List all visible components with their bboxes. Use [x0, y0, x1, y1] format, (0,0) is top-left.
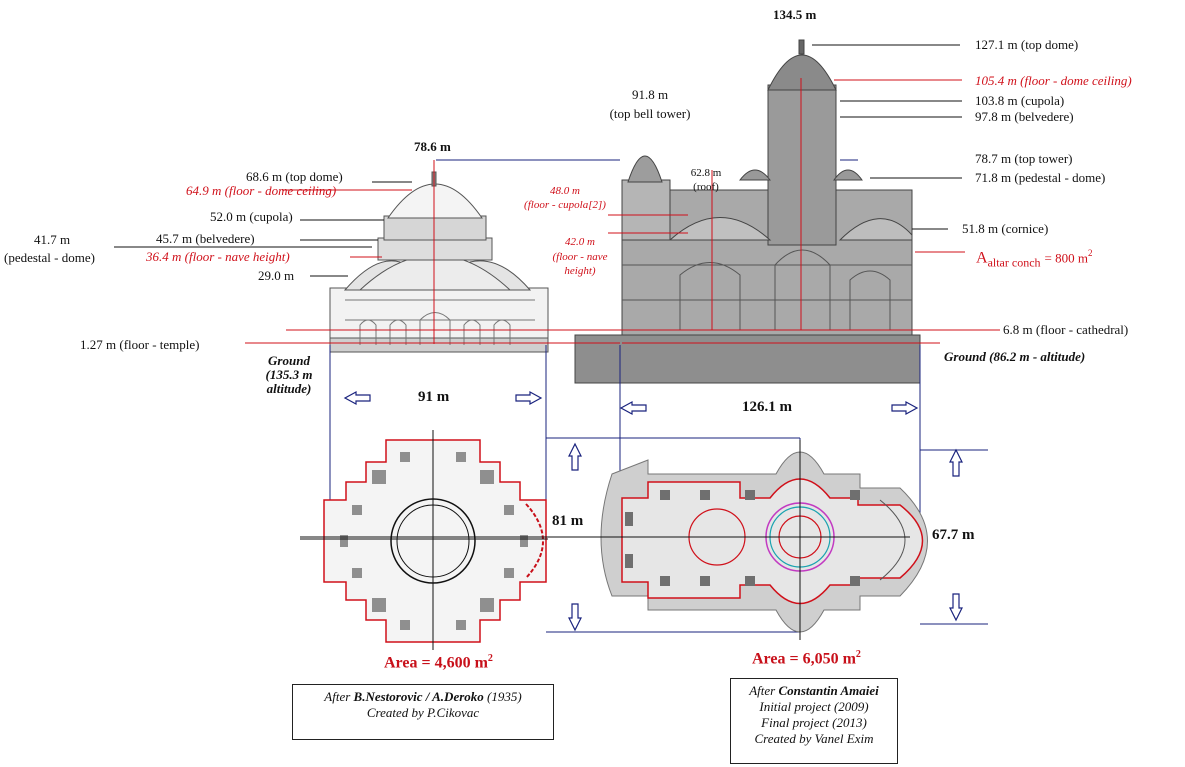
- right-cupola-label: 103.8 m (cupola): [975, 93, 1065, 108]
- right-nave-text-1: (floor - nave: [552, 251, 608, 263]
- left-plan-depth: 81 m: [552, 513, 584, 529]
- right-pedestal-label: 71.8 m (pedestal - dome): [975, 170, 1106, 185]
- left-nave-label: 36.4 m (floor - nave height): [146, 249, 290, 264]
- left-ground-altitude-1: (135.3 m: [265, 367, 313, 382]
- right-plan-area: Area = 6,050 m2: [752, 648, 861, 668]
- left-width-dimension: 91 m: [418, 389, 450, 405]
- left-credit-authors: B.Nestorovic / A.Deroko: [353, 689, 484, 704]
- right-width-dimension: 126.1 m: [742, 399, 792, 415]
- right-altar-area-label: Aaltar conch = 800 m2: [976, 244, 1092, 272]
- right-bell-tower-value: 91.8 m: [631, 87, 669, 102]
- altar-area-subscript: altar conch: [987, 255, 1041, 270]
- right-top-tower-label: 78.7 m (top tower): [975, 151, 1073, 166]
- left-pedestal-text: (pedestal - dome): [4, 250, 95, 265]
- right-floor-cathedral-label: 6.8 m (floor - cathedral): [1003, 322, 1129, 337]
- left-pedestal-value: 41.7 m: [34, 232, 71, 247]
- red-leader-lines: [245, 78, 1000, 344]
- dimension-arrows: [343, 390, 963, 632]
- left-credit-line1: After B.Nestorovic / A.Deroko (1935): [299, 689, 547, 705]
- left-credit-line2: Created by P.Cikovac: [366, 705, 480, 720]
- right-credit-line2: Initial project (2009): [759, 699, 869, 714]
- left-plan-drawing: [300, 430, 548, 650]
- left-ground-word: Ground: [268, 353, 310, 368]
- right-roof-text: (roof): [693, 181, 719, 193]
- right-dome-ceiling-label: 105.4 m (floor - dome ceiling): [975, 73, 1132, 88]
- left-elevation-drawing: [329, 171, 549, 353]
- left-floor-temple-label: 1.27 m (floor - temple): [80, 337, 200, 352]
- left-credit-year: (1935): [483, 689, 522, 704]
- altar-area-unit-sup: 2: [1087, 248, 1093, 258]
- right-credit-box: After Constantin Amaiei Initial project …: [730, 678, 898, 764]
- left-cupola-label: 52.0 m (cupola): [210, 209, 293, 224]
- right-belvedere-label: 97.8 m (belvedere): [975, 109, 1074, 124]
- left-top-height: 78.6 m: [414, 139, 451, 154]
- right-area-unit-sup: 2: [855, 649, 861, 660]
- elevation-leader-lines: [114, 44, 962, 277]
- right-top-height: 134.5 m: [773, 7, 817, 22]
- altar-area-symbol: A: [976, 249, 988, 267]
- left-dome-ceiling-label: 64.9 m (floor - dome ceiling): [186, 183, 337, 198]
- left-credit-box: After B.Nestorovic / A.Deroko (1935) Cre…: [292, 684, 554, 740]
- right-cupola2-text: (floor - cupola[2]): [524, 199, 606, 211]
- left-area-value: Area = 4,600 m: [384, 654, 488, 672]
- left-ground-altitude-2: altitude): [266, 381, 312, 396]
- left-credit-prefix: After: [324, 689, 354, 704]
- right-area-value: Area = 6,050 m: [752, 650, 856, 668]
- right-nave-text-2: height): [564, 265, 596, 277]
- right-nave-value: 42.0 m: [565, 236, 595, 248]
- left-ground-label: Ground (135.3 m altitude): [254, 354, 324, 396]
- left-belvedere-label: 45.7 m (belvedere): [156, 231, 255, 246]
- right-credit-line3: Final project (2013): [761, 715, 867, 730]
- right-cornice-label: 51.8 m (cornice): [962, 221, 1049, 236]
- altar-area-value: = 800 m: [1044, 250, 1088, 266]
- left-29m-label: 29.0 m: [258, 268, 295, 283]
- right-plan-drawing: [300, 440, 928, 640]
- left-area-unit-sup: 2: [487, 653, 493, 664]
- right-credit-line1: After Constantin Amaiei: [737, 683, 891, 699]
- right-credit-author: Constantin Amaiei: [778, 683, 879, 698]
- left-top-dome-label: 68.6 m (top dome): [246, 169, 343, 184]
- right-roof-value: 62.8 m: [690, 167, 722, 179]
- right-bell-tower-text: (top bell tower): [609, 106, 691, 121]
- right-plan-depth: 67.7 m: [932, 527, 975, 543]
- right-credit-line4: Created by Vanel Exim: [754, 731, 874, 746]
- right-ground-label: Ground (86.2 m - altitude): [944, 349, 1086, 364]
- right-cupola2-value: 48.0 m: [550, 185, 580, 197]
- left-plan-area: Area = 4,600 m2: [384, 652, 493, 672]
- right-credit-prefix: After: [749, 683, 779, 698]
- right-top-dome-label: 127.1 m (top dome): [975, 37, 1079, 52]
